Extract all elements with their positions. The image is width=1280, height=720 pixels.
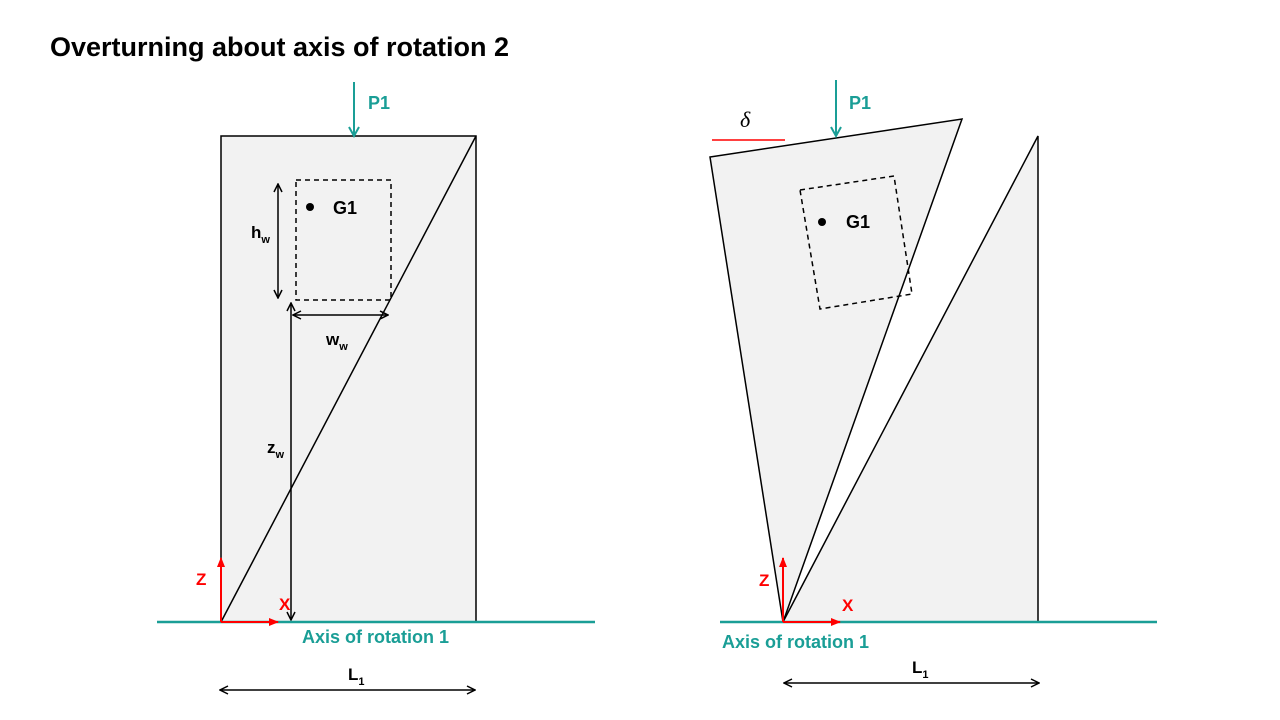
- crack-line: [220, 135, 477, 623]
- centroid-dot: [818, 218, 826, 226]
- z-axis-label: Z: [759, 571, 769, 590]
- length-label: L1: [912, 658, 929, 681]
- left-diagram: G1 hw ww zw P1 Axis of rotation 1 Z X L1: [157, 82, 595, 690]
- page-title: Overturning about axis of rotation 2: [50, 32, 509, 62]
- load-label: P1: [849, 93, 871, 113]
- right-diagram: Axis of rotation 1 G1 δ P1 Z X L1: [709, 80, 1157, 683]
- centroid-label: G1: [333, 198, 357, 218]
- x-axis-label: X: [842, 596, 854, 615]
- x-axis-label: X: [279, 595, 291, 614]
- centroid-label: G1: [846, 212, 870, 232]
- z-label: zw: [267, 438, 285, 461]
- opening-outline: [799, 175, 913, 310]
- z-axis-label: Z: [196, 570, 206, 589]
- height-label: hw: [251, 223, 270, 246]
- length-label: L1: [348, 665, 365, 688]
- axis-label: Axis of rotation 1: [722, 632, 869, 652]
- delta-label: δ: [740, 107, 751, 132]
- axis-label: Axis of rotation 1: [302, 627, 449, 647]
- width-label: ww: [325, 330, 348, 353]
- load-label: P1: [368, 93, 390, 113]
- opening-outline: [295, 179, 392, 301]
- centroid-dot: [306, 203, 314, 211]
- rotated-wedge: [709, 118, 964, 623]
